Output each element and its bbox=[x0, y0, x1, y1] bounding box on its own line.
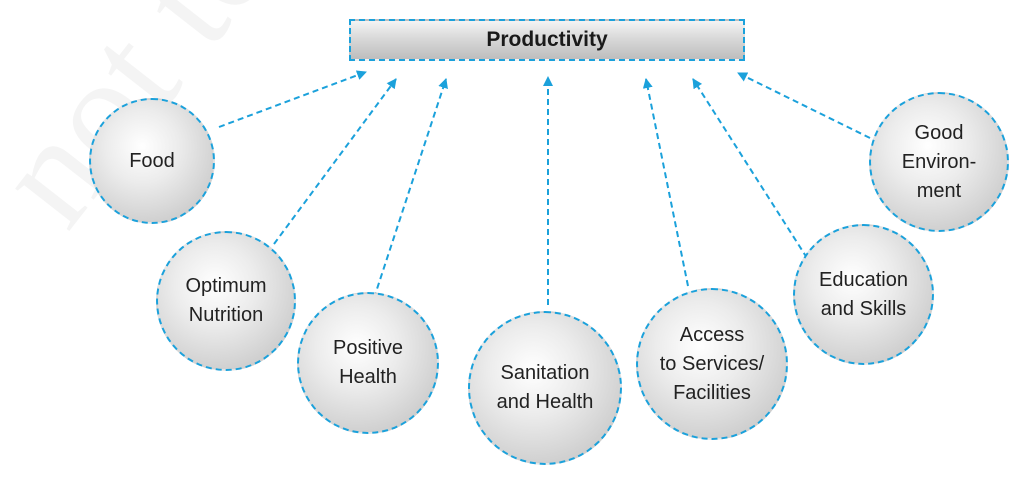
education-and-skills-circle: Education and Skills bbox=[793, 224, 934, 365]
optimum-nutrition-arrow bbox=[273, 78, 397, 245]
positive-health-circle: Positive Health bbox=[297, 292, 439, 434]
education-and-skills-arrow bbox=[692, 78, 808, 259]
access-to-services-circle: Access to Services/ Facilities bbox=[636, 288, 788, 440]
productivity-box: Productivity bbox=[349, 19, 745, 61]
food-circle: Food bbox=[89, 98, 215, 224]
positive-health-label: Positive Health bbox=[332, 337, 404, 388]
good-environment-label: Good Environ- ment bbox=[901, 121, 977, 202]
productivity-label: Productivity bbox=[486, 28, 608, 51]
good-environment-circle: Good Environ- ment bbox=[869, 92, 1009, 232]
positive-health-arrow bbox=[373, 78, 448, 299]
good-environment-arrow bbox=[737, 72, 871, 139]
sanitation-and-health-label: Sanitation and Health bbox=[496, 362, 594, 413]
optimum-nutrition-circle: Optimum Nutrition bbox=[156, 231, 296, 371]
access-to-services-arrow bbox=[642, 78, 689, 287]
food-label: Food bbox=[129, 149, 175, 172]
access-to-services-label: Access to Services/ Facilities bbox=[659, 323, 765, 404]
optimum-nutrition-label: Optimum Nutrition bbox=[185, 275, 267, 326]
food-arrow bbox=[218, 70, 367, 128]
education-and-skills-label: Education and Skills bbox=[819, 268, 908, 320]
sanitation-and-health-circle: Sanitation and Health bbox=[468, 311, 622, 465]
